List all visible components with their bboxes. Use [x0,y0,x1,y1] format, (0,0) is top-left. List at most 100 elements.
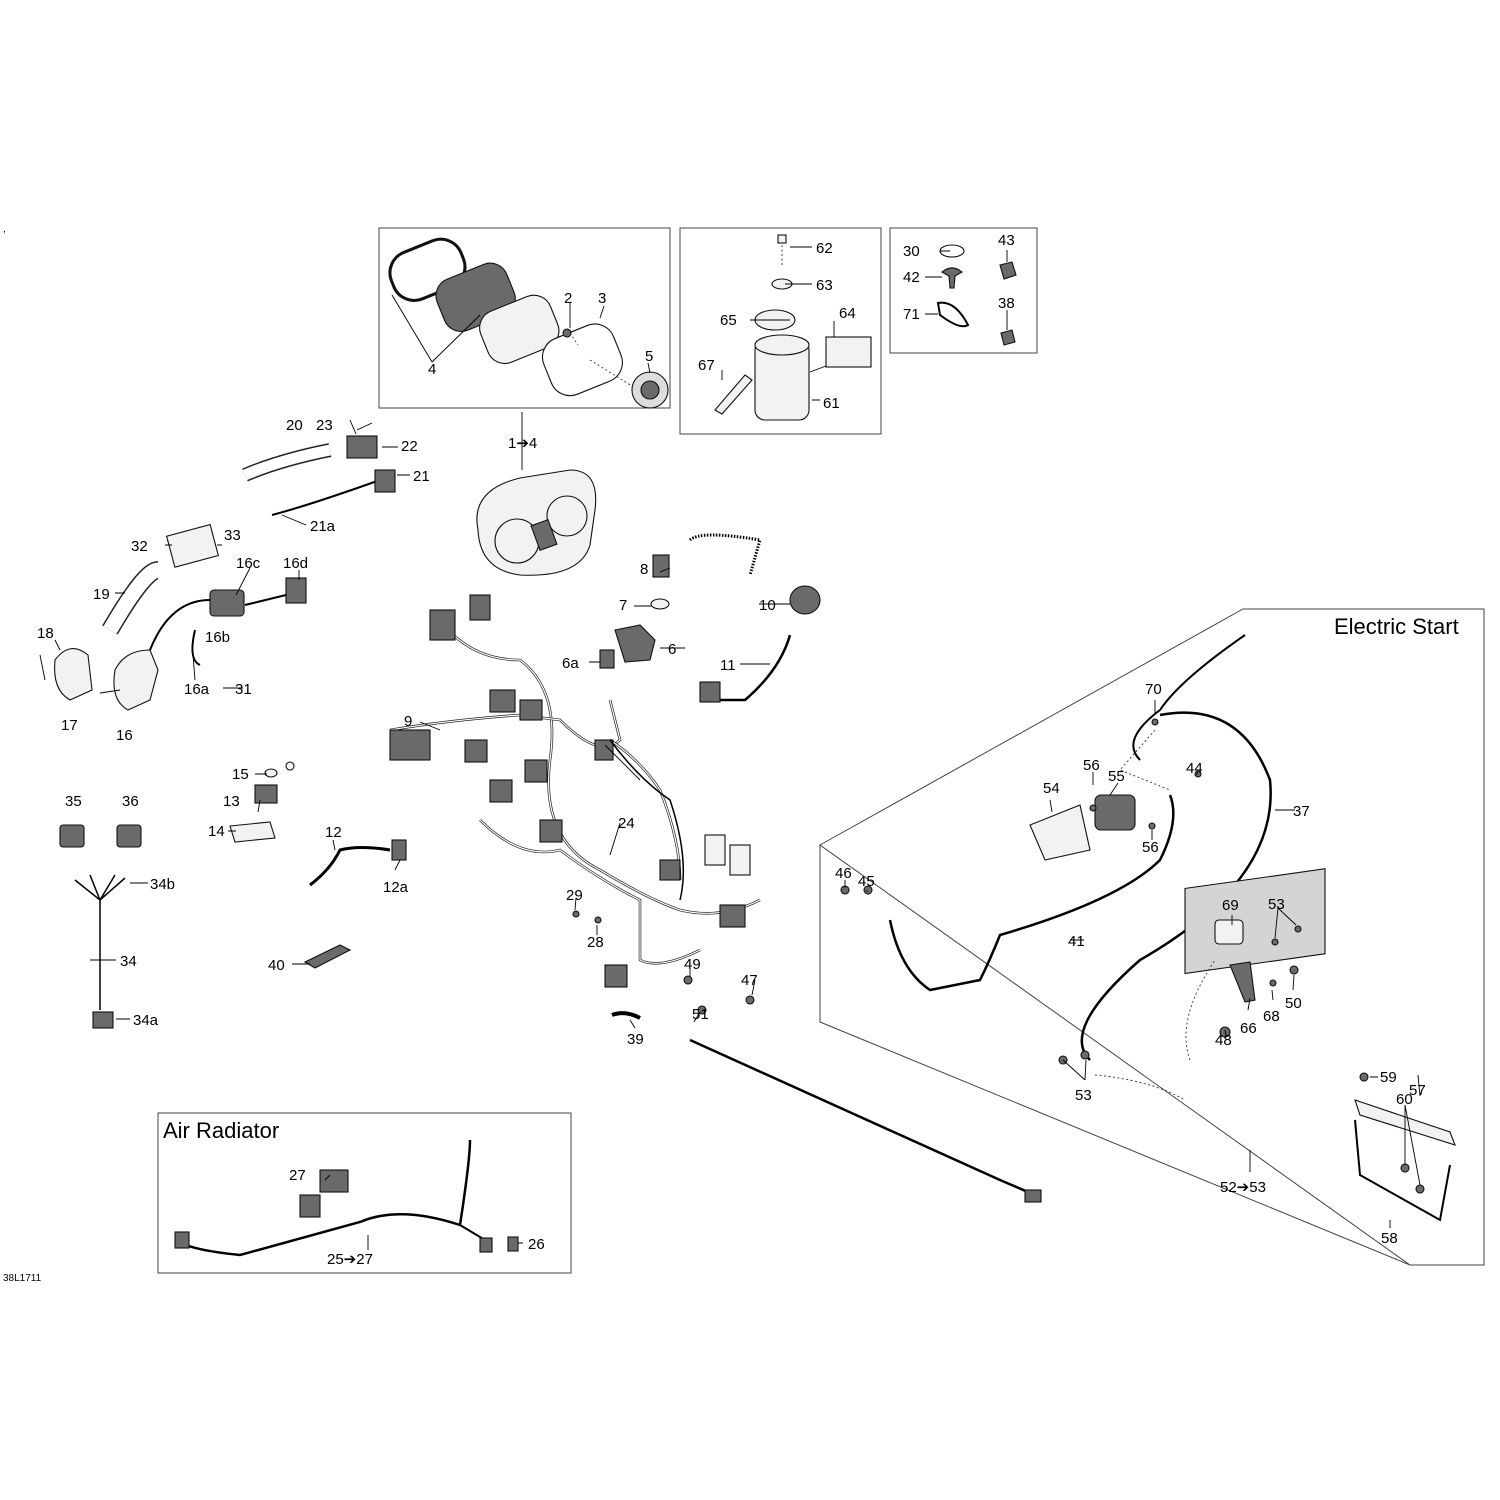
callout-34b: 34b [150,876,175,893]
callout-21: 21 [413,468,430,485]
gauge-kit-box [378,227,671,409]
callout-34a: 34a [133,1012,159,1029]
switch-parts [59,824,142,1029]
callout-19: 19 [93,586,110,603]
main-harness [389,594,761,988]
callout-26: 26 [528,1236,545,1253]
callout-33: 33 [224,527,241,544]
callout-16a: 16a [184,681,210,698]
long-cable [689,1038,1036,1197]
callout-5: 5 [645,348,653,365]
fastener-kit-box [889,227,1038,354]
callout-42: 42 [903,269,920,286]
callout-20: 20 [286,417,303,434]
callout-31: 31 [235,681,252,698]
callout-49: 49 [684,956,701,973]
callout-60: 60 [1396,1091,1413,1108]
electric-start-frame-link [819,845,1411,1266]
air-radiator-title: Air Radiator [163,1118,279,1143]
callout-13: 13 [223,793,240,810]
callout-18: 18 [37,625,54,642]
callout-34: 34 [120,953,137,970]
callout-15: 15 [232,766,249,783]
callout-47: 47 [741,972,758,989]
air-radiator-frame [157,1112,572,1274]
callout-27: 27 [289,1167,306,1184]
callout-12: 12 [325,824,342,841]
callout-53-top: 53 [1268,896,1285,913]
callout-29: 29 [566,887,583,904]
callout-69: 69 [1222,897,1239,914]
instrument-cluster [476,412,597,576]
callout-71: 71 [903,306,920,323]
callout-16b: 16b [205,629,230,646]
callout-55: 55 [1108,768,1125,785]
callout-37: 37 [1293,803,1310,820]
callout-70: 70 [1145,681,1162,698]
callout-46: 46 [835,865,852,882]
callout-63: 63 [816,277,833,294]
callout-7: 7 [619,597,627,614]
callout-57: 57 [1409,1082,1426,1099]
callout-16d: 16d [283,555,308,572]
callout-6: 6 [668,641,676,658]
callout-67: 67 [698,357,715,374]
frames [157,227,1485,1274]
callout-68: 68 [1263,1008,1280,1025]
callout-66: 66 [1240,1020,1257,1037]
callout-16c: 16c [236,555,261,572]
air-radiator-parts [174,1139,519,1257]
callout-21a: 21a [310,518,336,535]
callout-8: 8 [640,561,648,578]
callout-62: 62 [816,240,833,257]
callout-11: 11 [720,657,736,674]
callout-52-53: 52➔53 [1220,1179,1266,1196]
misc-parts [229,533,821,1020]
electric-start-parts [840,634,1456,1222]
callout-2: 2 [564,290,572,307]
callout-24: 24 [618,815,635,832]
fastener-parts [936,244,1017,346]
callout-3: 3 [598,290,606,307]
electric-start-title: Electric Start [1334,614,1459,639]
callout-59: 59 [1380,1069,1397,1086]
callout-38: 38 [998,295,1015,312]
callout-12a: 12a [383,879,409,896]
electric-start-frame [819,608,1485,1266]
callout-44: 44 [1186,760,1203,777]
callout-35: 35 [65,793,82,810]
fuel-cap-parts [714,234,872,421]
callout-9: 9 [404,713,412,730]
callout-40: 40 [268,957,285,974]
callout-1-4: 1➔4 [508,435,537,452]
cable-end-connector [1024,1189,1042,1203]
fuel-cap-kit-box [679,227,882,435]
callout-48: 48 [1215,1032,1232,1049]
gauge-kit-parts [388,237,669,409]
callout-32: 32 [131,538,148,555]
callout-61: 61 [823,395,840,412]
callout-10: 10 [759,597,776,614]
drawing-code: 38L1711 [3,1273,42,1284]
callout-23: 23 [316,417,333,434]
handlebar-parts [54,419,396,711]
callout-41: 41 [1068,933,1085,950]
callout-28: 28 [587,934,604,951]
callout-16: 16 [116,727,133,744]
callout-17: 17 [61,717,78,734]
callouts: 1➔4 2 3 4 5 62 63 65 64 67 61 30 42 71 4… [37,232,1426,1268]
callout-64: 64 [839,305,856,322]
callout-14: 14 [208,823,225,840]
callout-39: 39 [627,1031,644,1048]
callout-25-27: 25➔27 [327,1251,373,1268]
leader-lines [39,246,1421,1250]
callout-6a: 6a [562,655,579,672]
callout-45: 45 [858,873,875,890]
callout-56-top: 56 [1083,757,1100,774]
callout-53-bottom: 53 [1075,1087,1092,1104]
corner-mark: , [3,224,6,235]
callout-58: 58 [1381,1230,1398,1247]
callout-22: 22 [401,438,418,455]
callout-54: 54 [1043,780,1060,797]
